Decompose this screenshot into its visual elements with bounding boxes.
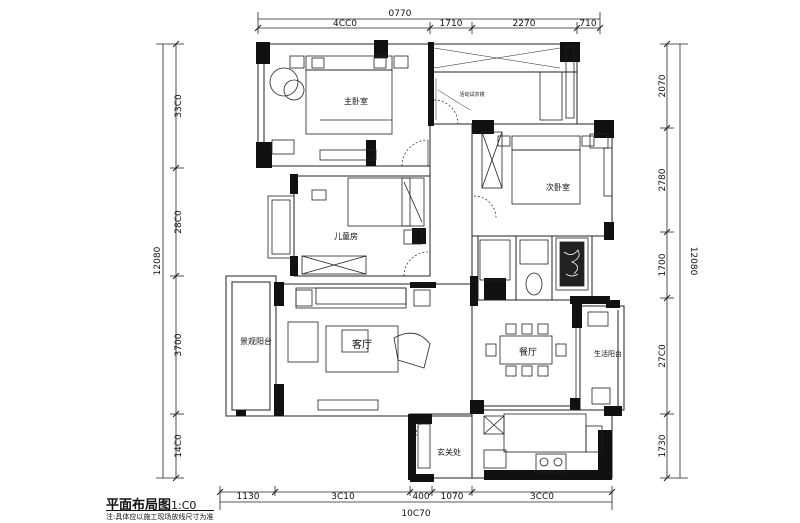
structural-walls (236, 40, 622, 482)
dim-bottom-3: 400 (412, 492, 429, 502)
dim-bottom-2: 3C10 (331, 492, 355, 502)
dim-bottom-1: 1130 (237, 492, 260, 502)
dim-left-total: 12080 (153, 246, 163, 275)
wall-outlines (225, 43, 625, 479)
room-label-service-balcony: 生活阳台 (594, 349, 622, 358)
armchair-master (269, 67, 299, 97)
dim-left-4: 14C0 (174, 434, 184, 458)
drawing-scale: 1:C0 (171, 499, 197, 512)
room-label-walk-in-closet: 活动试衣镜 (459, 91, 484, 98)
dim-left-2: 28C0 (174, 210, 184, 234)
dim-bottom-4: 1070 (441, 492, 464, 502)
drawing-note: 注:具体应以施工现场放线尺寸为准 (106, 513, 214, 521)
room-label-second-bedroom: 次卧室 (546, 182, 570, 192)
dim-top-4: 710 (579, 19, 596, 29)
room-label-living-room: 客厅 (352, 338, 372, 351)
living-armchair (393, 332, 431, 369)
dim-right-5: 1730 (658, 434, 668, 457)
title-underline (106, 510, 214, 511)
second-bed (511, 149, 581, 205)
dining-table (499, 335, 553, 365)
furniture (267, 45, 613, 473)
door-swings (401, 99, 497, 437)
room-label-master-bedroom: 主卧室 (344, 96, 368, 106)
dim-top-total: 0770 (389, 9, 412, 19)
coffee-table (325, 325, 399, 373)
dim-right-4: 27C0 (658, 344, 668, 368)
dim-left-3: 3700 (174, 333, 184, 356)
dim-right-2: 2780 (658, 168, 668, 191)
dim-top-3: 2270 (513, 19, 536, 29)
dimension-ticks (172, 24, 671, 496)
dim-right-3: 1700 (658, 253, 668, 276)
dim-right-total: 12080 (688, 247, 698, 276)
dim-bottom-5: 3CC0 (530, 492, 554, 502)
dim-bottom-total: 10C70 (401, 509, 430, 519)
dim-top-1: 4CC0 (333, 19, 357, 29)
kids-bed (347, 177, 411, 227)
dim-top-2: 1710 (440, 19, 463, 29)
dim-left-1: 33C0 (174, 94, 184, 118)
room-label-dining-room: 餐厅 (519, 346, 537, 358)
room-label-landscape-balcony: 景观阳台 (240, 336, 272, 346)
toilet (525, 272, 543, 296)
dim-right-1: 2070 (658, 74, 668, 97)
drawing-title: 平面布局图1:C0 (106, 494, 196, 513)
dimension-lines (156, 12, 688, 510)
drawing-title-main: 平面布局图 (106, 498, 172, 513)
sofa (295, 287, 407, 309)
room-label-foyer: 玄关处 (437, 447, 461, 457)
room-label-kids-room: 儿童房 (334, 231, 358, 241)
tv-cabinet (317, 399, 379, 411)
